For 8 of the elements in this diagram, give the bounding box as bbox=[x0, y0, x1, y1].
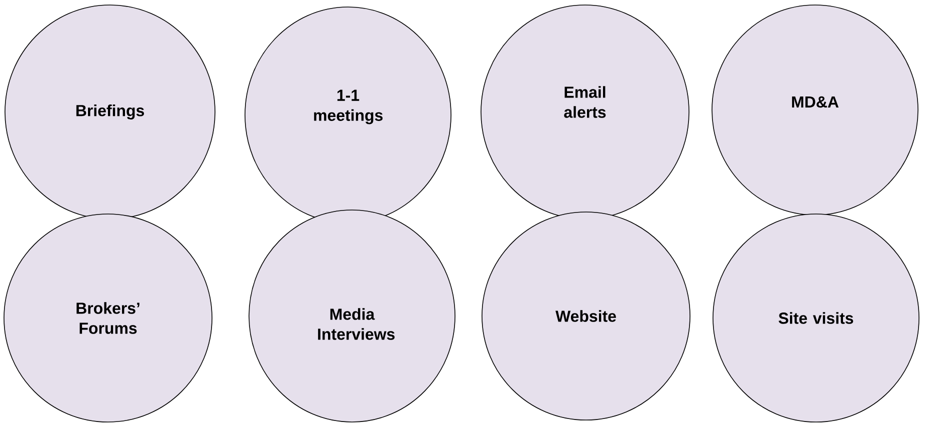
bubble: Media Interviews bbox=[248, 210, 456, 422]
bubble: 1-1 meetings bbox=[244, 6, 452, 224]
bubble: Site visits bbox=[712, 214, 920, 422]
bubble: Email alerts bbox=[480, 4, 690, 220]
bubble: MD&A bbox=[712, 4, 918, 216]
bubble: Website bbox=[482, 212, 690, 420]
bubble: Briefings bbox=[4, 4, 216, 220]
bubble: Brokers’ Forums bbox=[4, 214, 212, 422]
